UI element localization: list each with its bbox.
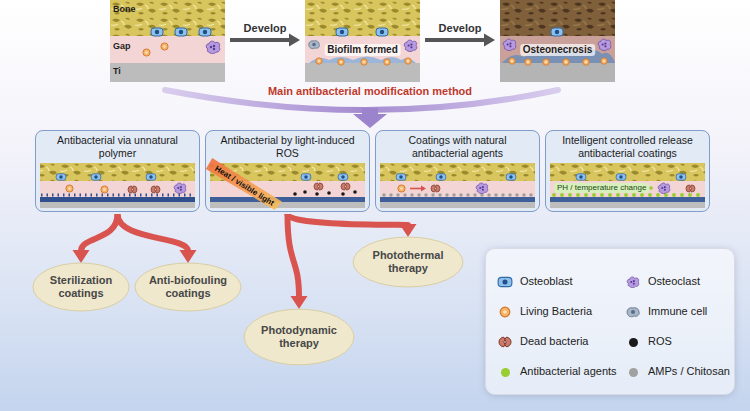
legend-text: Living Bacteria [520,305,592,318]
panel-caption: Biofilm formed [324,44,401,56]
legend-text: AMPs / Chitosan [648,365,730,378]
connector-arrow [288,214,308,309]
arrow-head [484,34,495,47]
light-ros-scene [205,130,370,212]
trigger-label: PH / temperature change [554,183,649,193]
connector-line [288,214,300,297]
connector-line [118,214,189,251]
legend-icon [496,275,514,289]
legend-swatch [501,368,510,377]
legend-text: Antibacterial agents [520,365,617,378]
outcome-oval: Photodynamic therapy [243,308,355,366]
controlled-release-scene [545,130,710,212]
panel-caption: Osteonecrosis [520,44,595,56]
arrow-head [291,296,308,309]
arrow-head [289,34,300,47]
outcome-oval: Sterilization coatings [32,262,130,312]
outcome-oval: Photothermal therapy [352,236,464,288]
arrow-head [73,250,90,263]
arrow-head [400,224,417,237]
outcome-text: Sterilization coatings [40,274,122,300]
natural-agent-scene [375,130,540,212]
connector-arrow [288,214,417,237]
edge-label: Develop [439,22,482,35]
beam-label: Heat / visible light [213,164,276,208]
connector-line [81,214,118,251]
legend-text: Osteoclast [648,275,700,288]
scene-panel: Biofilm formed [305,0,420,82]
method-title: Intelligent controlled release antibacte… [549,134,706,159]
arrow-head [180,250,197,263]
section-label: Main antibacterial modification method [220,85,520,98]
connector-line [230,38,290,42]
connector-line [288,214,409,225]
method-box: Antibacterial via unnatural polymer [35,130,200,212]
method-box: Coatings with natural antibacterial agen… [375,130,540,212]
method-title: Coatings with natural antibacterial agen… [379,134,536,159]
legend-text: Immune cell [648,305,707,318]
outcome-text: Photodynamic therapy [251,324,347,350]
connector-arrow [118,214,197,263]
outcome-oval: Anti-biofouling coatings [134,262,242,312]
legend-box: Osteoblast OsteoclastLiving Bacteria Immun… [485,248,735,395]
method-box: Antibacterial by light-induced ROS Heat /… [205,130,370,212]
layer-label: Bone [113,4,136,15]
legend-icon [496,335,514,349]
connector-arrow [73,214,118,263]
method-box: Intelligent controlled release antibacte… [545,130,710,212]
legend-icon [624,305,642,319]
biofilm-panel [305,0,420,82]
legend-text: Osteoblast [520,275,573,288]
layer-label: Ti [113,66,121,77]
edge-label: Develop [244,22,287,35]
method-title: Antibacterial via unnatural polymer [39,134,196,159]
legend-icon [496,305,514,319]
connector-arrow [425,34,495,47]
scene-panel: BoneGapTi [110,0,225,82]
connector-line [425,38,485,42]
scene-panel: Osteonecrosis [500,0,615,82]
implant-panel [110,0,225,82]
outcome-text: Photothermal therapy [360,249,456,275]
legend-swatch [629,338,638,347]
legend-icon [624,275,642,289]
osteonecrosis-panel [500,0,615,82]
legend-text: Dead bacteria [520,335,589,348]
layer-label: Gap [113,41,131,52]
connector-arrow [230,34,300,47]
legend-text: ROS [648,335,672,348]
method-title: Antibacterial by light-induced ROS [209,134,366,159]
legend-swatch [629,368,638,377]
polymer-coating-scene [35,130,200,212]
outcome-text: Anti-biofouling coatings [142,274,234,300]
